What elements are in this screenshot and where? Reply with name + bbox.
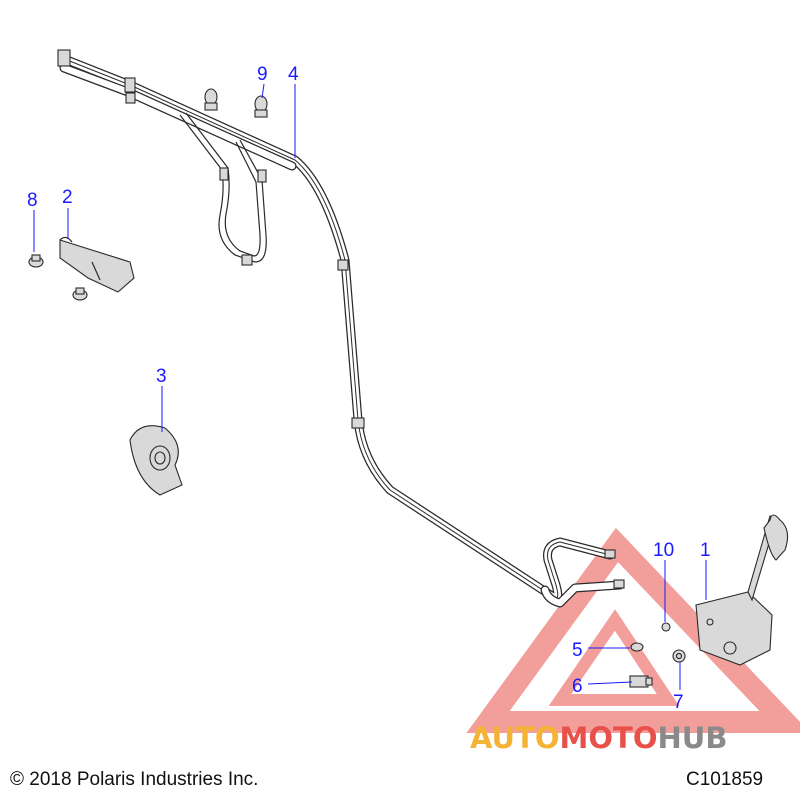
bracket-part-2: [59, 236, 135, 293]
diagram-code: C101859: [686, 769, 763, 790]
callout-9: 9: [257, 64, 268, 85]
handbrake-lever-part-1: [695, 514, 789, 666]
callout-6: 6: [572, 676, 583, 697]
clip-part-9a: [204, 88, 218, 111]
callout-7: 7: [673, 692, 684, 713]
brake-line-assembly: [57, 49, 625, 608]
washer-part-7: [672, 649, 686, 663]
bolt-part-6: [629, 675, 653, 688]
callout-3: 3: [156, 366, 167, 387]
watermark-hub: HUB: [658, 721, 728, 755]
clip-part-9b: [254, 95, 268, 118]
callout-4: 4: [288, 64, 299, 85]
callout-8: 8: [27, 190, 38, 211]
watermark-moto: MOTO: [560, 721, 658, 755]
leader-lines: [33, 83, 707, 690]
shield-part-3: [129, 425, 183, 496]
copyright-text: © 2018 Polaris Industries Inc.: [10, 769, 258, 790]
bolt-part-8: [28, 254, 44, 268]
watermark-text: AUTOMOTOHUB: [470, 721, 727, 755]
callout-5: 5: [572, 640, 583, 661]
callout-10: 10: [653, 540, 674, 561]
bolt-part-8b: [72, 287, 88, 301]
watermark-auto: AUTO: [470, 721, 560, 755]
nut-part-10: [661, 622, 671, 632]
bolt-part-5: [630, 642, 644, 652]
callout-1: 1: [700, 540, 711, 561]
callout-2: 2: [62, 187, 73, 208]
